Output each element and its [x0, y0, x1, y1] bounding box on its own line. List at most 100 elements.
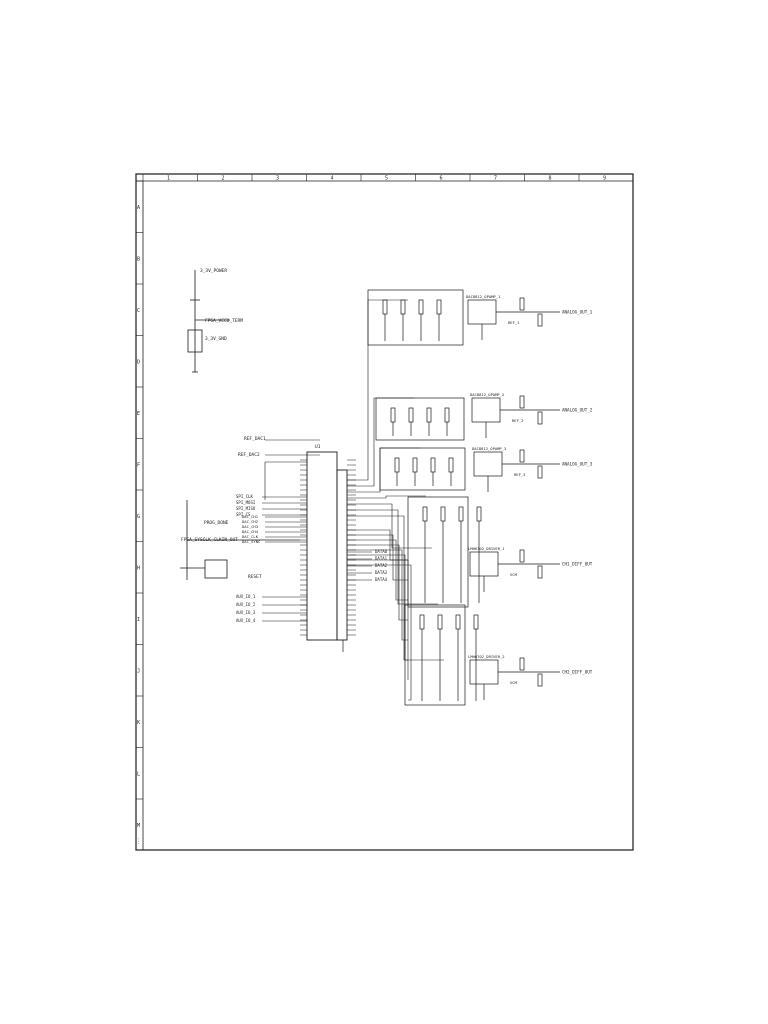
channel-output-label: ANALOG_OUT_2 — [562, 408, 593, 413]
clock-block — [180, 500, 300, 580]
channel-ic — [471, 397, 501, 423]
passive-component — [426, 407, 432, 423]
channel-aux-label: REF_2 — [512, 418, 523, 423]
fpga-ic — [306, 451, 348, 641]
row-label: L — [137, 772, 140, 778]
ref-top-label: REF_DAC1 — [244, 436, 266, 442]
channel-aux-label: VCM — [510, 680, 518, 685]
ref-bottom-label: REF_DAC2 — [238, 452, 260, 458]
dac-net-label: DAC_CH2 — [242, 519, 258, 524]
channel-ic-label: LMH6702_DRIVER_1 — [468, 546, 505, 551]
fpga-left-rail — [264, 439, 320, 500]
row-label: D — [137, 360, 140, 366]
output-filter — [537, 673, 543, 687]
output-filter — [537, 411, 543, 425]
output-filter — [537, 465, 543, 479]
output-filter — [519, 449, 525, 463]
channel-frame — [375, 397, 465, 441]
column-label: 3 — [276, 176, 279, 182]
output-filter — [519, 395, 525, 409]
row-label: A — [137, 205, 140, 211]
output-filter — [519, 657, 525, 671]
dac-net-label: DAC_CH3 — [242, 524, 258, 529]
channel-output-label: ANALOG_OUT_3 — [562, 462, 593, 467]
channel-ic — [467, 299, 497, 325]
bus-fanout — [347, 299, 444, 701]
channel-frame — [379, 447, 466, 491]
dac-net-label: DAC_CH4 — [242, 529, 259, 534]
passive-component — [473, 614, 479, 630]
column-label: 7 — [494, 176, 497, 182]
channel-block — [379, 447, 560, 492]
passive-component — [476, 506, 482, 522]
prog-done-label: PROG_DONE — [204, 520, 229, 526]
passive-component — [437, 614, 443, 630]
channel-frame — [404, 604, 466, 706]
row-label: M — [137, 823, 140, 829]
output-filter — [537, 313, 543, 327]
passive-component — [440, 506, 446, 522]
aux-net-label: AUX_IO_2 — [236, 602, 256, 607]
passive-component — [382, 299, 388, 315]
row-label: H — [137, 566, 140, 572]
channel-blocks: DAC8812_OPAMP_1ANALOG_OUT_1REF_1DAC8812_… — [367, 289, 593, 706]
channel-aux-label: REF_1 — [508, 320, 520, 325]
bus-wire — [347, 509, 438, 605]
passive-component — [419, 614, 425, 630]
channel-frame — [407, 496, 469, 608]
spi-net-label: SPI_CS — [236, 512, 251, 517]
sheet-border — [135, 173, 634, 851]
fpga-mid-net-label: DATA4 — [375, 577, 388, 582]
dac-net-group: DAC_CH1DAC_CH2DAC_CH3DAC_CH4DAC_CLKDAC_S… — [242, 514, 307, 544]
fpga-ref: U1 — [315, 444, 321, 450]
row-label: E — [137, 411, 140, 417]
aux-net-label: AUX_IO_3 — [236, 610, 256, 615]
channel-output-label: CH2_DIFF_OUT — [562, 670, 593, 675]
spi-net-label: SPI_MISO — [236, 506, 256, 511]
bus-wire — [347, 397, 414, 487]
column-label: 6 — [440, 176, 443, 182]
column-label: 5 — [385, 176, 388, 182]
vcco-term-label: FPGA_VCCO_TERM — [205, 318, 243, 324]
aux-net-label: AUX_IO_1 — [236, 594, 256, 599]
spi-net-label: SPI_MOSI — [236, 500, 256, 505]
bus-wire-lower — [347, 544, 408, 621]
column-label: 2 — [222, 176, 225, 182]
channel-aux-label: VCM — [510, 572, 518, 577]
bus-wire-lower — [347, 534, 408, 581]
power-supply-label: 3_3V_POWER — [200, 268, 227, 274]
bus-wire — [347, 495, 426, 499]
row-label: B — [137, 257, 140, 263]
dac-net-label: DAC_CH1 — [242, 514, 259, 519]
passive-component — [390, 407, 396, 423]
channel-output-label: CH1_DIFF_OUT — [562, 562, 593, 567]
channel-block — [367, 289, 560, 346]
channel-output-label: ANALOG_OUT_1 — [562, 310, 593, 315]
passive-component — [412, 457, 418, 473]
column-label: 9 — [603, 176, 606, 182]
channel-block — [407, 496, 560, 608]
channel-ic-label: DAC8812_OPAMP_1 — [466, 294, 501, 299]
output-filter — [537, 565, 543, 579]
channel-ic — [469, 551, 499, 577]
title-block-label: ... — [135, 838, 140, 845]
channel-ic-label: DAC8812_OPAMP_3 — [472, 446, 506, 451]
bus-wire — [347, 447, 420, 493]
dac-net-label: DAC_SYNC — [242, 539, 260, 544]
fpga-pin-lines — [300, 459, 356, 652]
passive-component — [458, 506, 464, 522]
row-label: K — [137, 720, 140, 726]
column-label: 4 — [331, 176, 334, 182]
row-label: J — [137, 669, 140, 675]
passive-component — [430, 457, 436, 473]
column-label: 8 — [549, 176, 552, 182]
row-label: F — [137, 463, 140, 469]
power-block — [187, 270, 230, 373]
channel-ic-label: DAC8812_OPAMP_2 — [470, 392, 504, 397]
